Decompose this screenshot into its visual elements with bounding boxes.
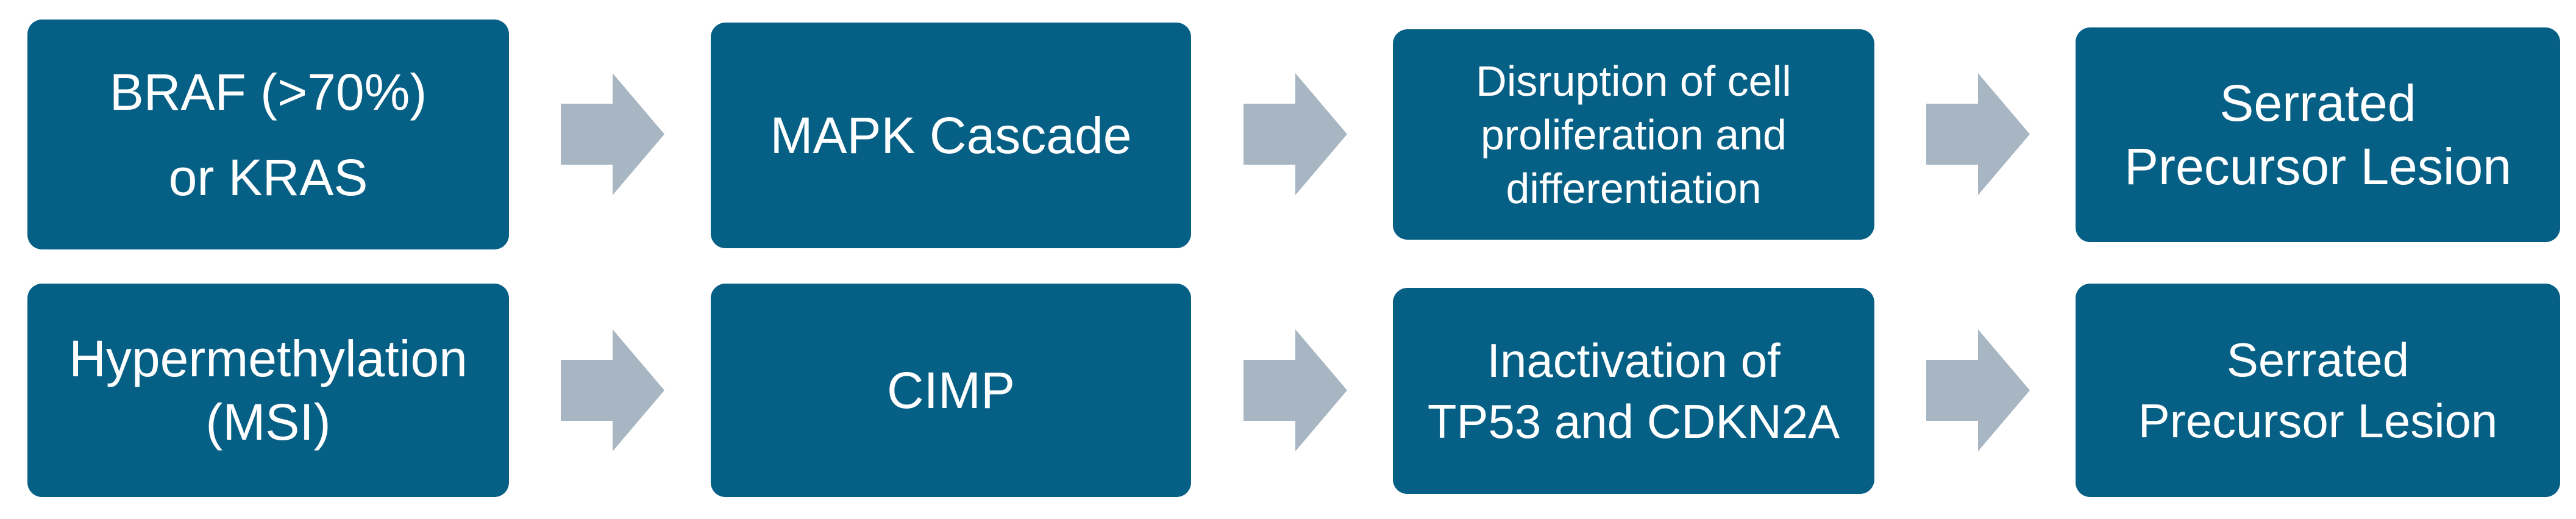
node-label: Serrated Precursor Lesion bbox=[2138, 333, 2498, 448]
node-mapk-cascade: MAPK Cascade bbox=[711, 23, 1191, 248]
arrow-right-icon bbox=[1926, 329, 2030, 451]
node-label: Hypermethylation (MSI) bbox=[69, 330, 468, 451]
node-hypermethylation: Hypermethylation (MSI) bbox=[27, 284, 509, 497]
node-braf-kras: BRAF (>70%) or KRAS bbox=[27, 20, 509, 249]
node-serrated-lesion: Serrated Precursor Lesion bbox=[2076, 27, 2560, 242]
node-label: Disruption of cell proliferation and dif… bbox=[1476, 57, 1791, 212]
arrow-right-icon bbox=[1244, 329, 1347, 451]
node-inactivation: Inactivation of TP53 and CDKN2A bbox=[1393, 288, 1874, 494]
node-label: MAPK Cascade bbox=[770, 107, 1132, 164]
node-cimp: CIMP bbox=[711, 284, 1191, 497]
arrow-right-icon bbox=[1244, 73, 1347, 195]
node-label: BRAF (>70%) or KRAS bbox=[109, 63, 427, 206]
node-label: Inactivation of TP53 and CDKN2A bbox=[1427, 334, 1840, 448]
node-serrated-lesion: Serrated Precursor Lesion bbox=[2076, 284, 2560, 497]
node-label: Serrated Precursor Lesion bbox=[2124, 74, 2511, 195]
arrow-right-icon bbox=[561, 73, 664, 195]
node-disruption: Disruption of cell proliferation and dif… bbox=[1393, 29, 1874, 240]
node-label: CIMP bbox=[887, 362, 1015, 419]
arrow-right-icon bbox=[561, 329, 664, 451]
arrow-right-icon bbox=[1926, 73, 2030, 195]
